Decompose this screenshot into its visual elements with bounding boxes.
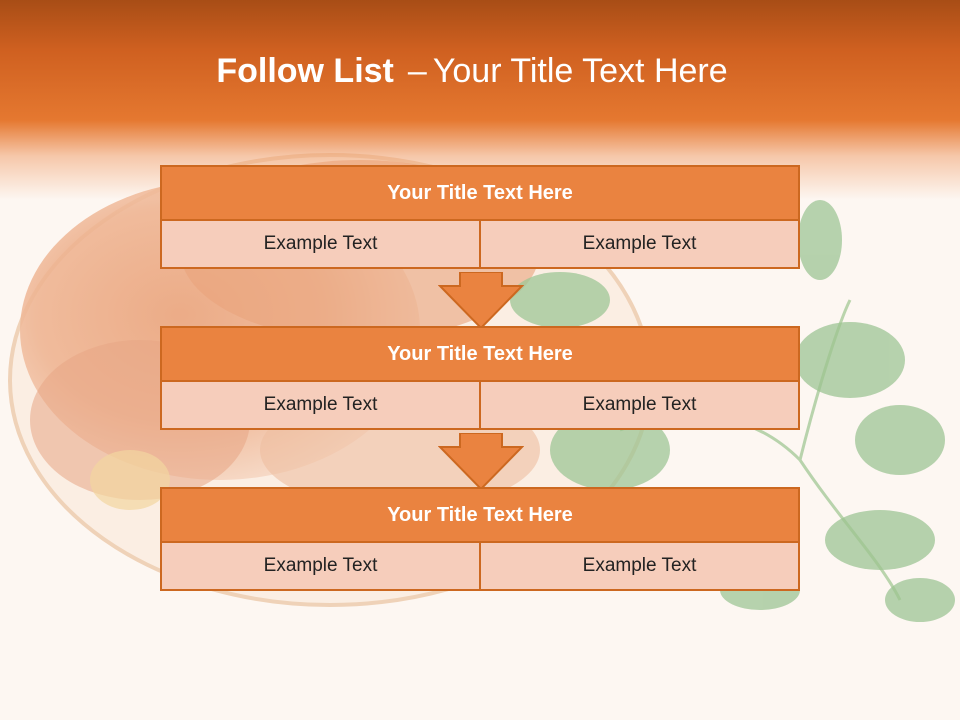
block-row: Example Text Example Text (160, 541, 800, 591)
title-main: Follow List (216, 52, 394, 90)
block-title[interactable]: Your Title Text Here (160, 326, 800, 382)
list-block-3: Your Title Text Here Example Text Exampl… (160, 487, 800, 591)
list-block-1: Your Title Text Here Example Text Exampl… (160, 165, 800, 269)
block-cell[interactable]: Example Text (160, 541, 481, 591)
block-cell[interactable]: Example Text (479, 541, 800, 591)
block-title[interactable]: Your Title Text Here (160, 487, 800, 543)
block-cell[interactable]: Example Text (160, 380, 481, 430)
list-block-2: Your Title Text Here Example Text Exampl… (160, 326, 800, 430)
slide-title: Follow List–Your Title Text Here (0, 52, 944, 91)
title-sub: Your Title Text Here (432, 52, 728, 90)
block-cell[interactable]: Example Text (479, 380, 800, 430)
block-cell[interactable]: Example Text (479, 219, 800, 269)
down-arrow-icon (438, 433, 524, 491)
title-separator: – (407, 52, 427, 90)
block-cell[interactable]: Example Text (160, 219, 481, 269)
block-title[interactable]: Your Title Text Here (160, 165, 800, 221)
down-arrow-icon (438, 272, 524, 330)
block-row: Example Text Example Text (160, 380, 800, 430)
block-row: Example Text Example Text (160, 219, 800, 269)
